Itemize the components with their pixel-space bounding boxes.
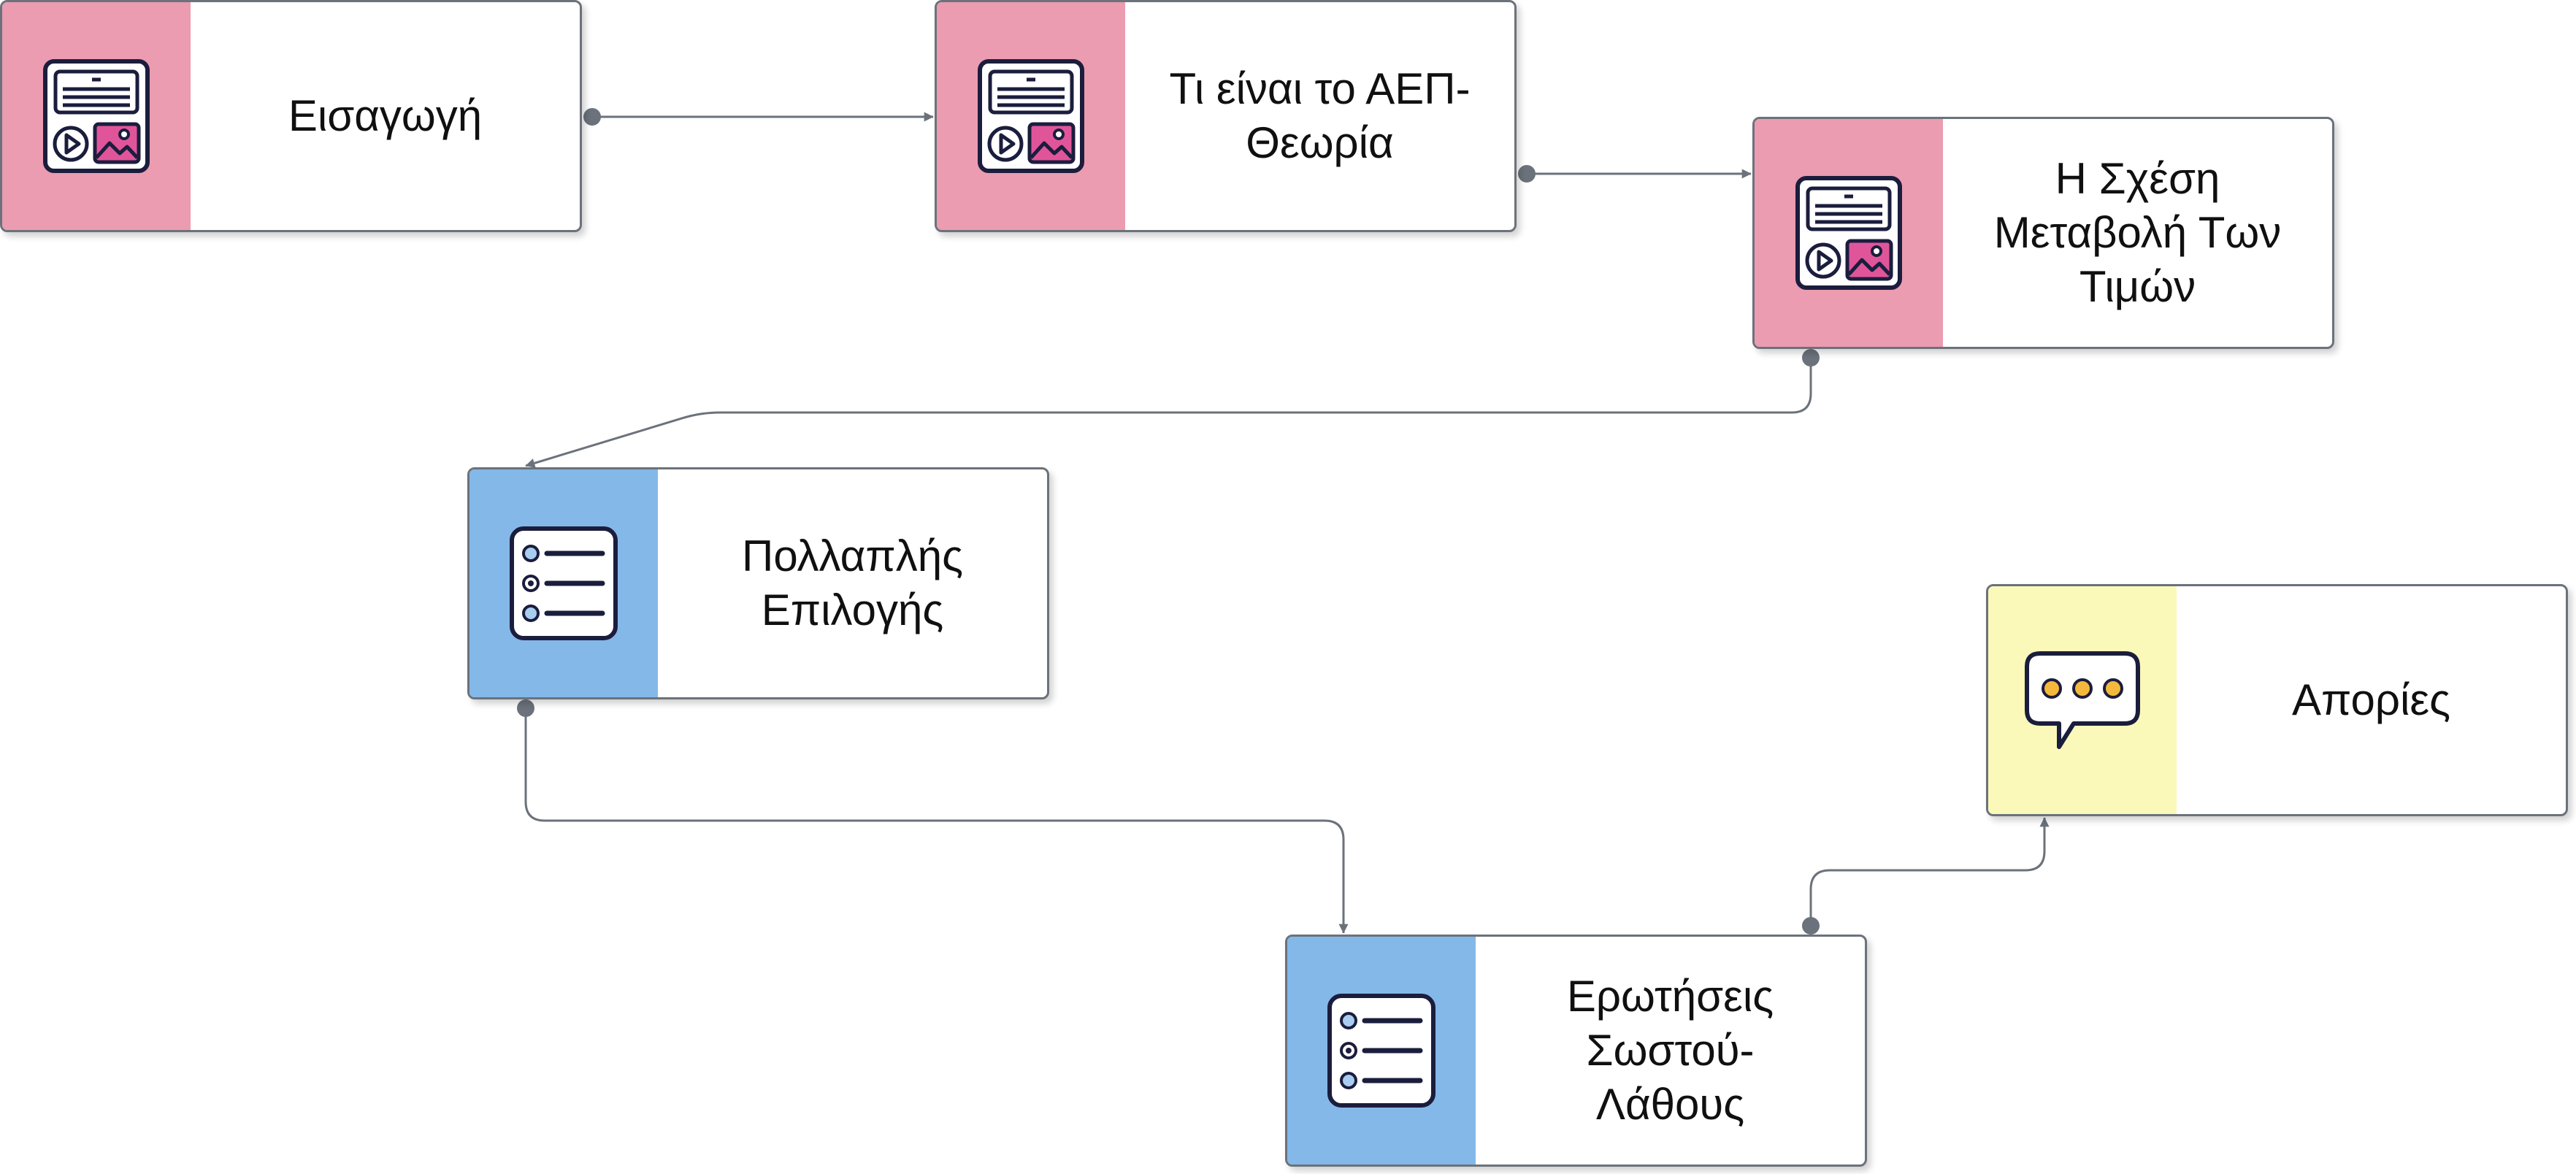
checklist-icon xyxy=(509,526,618,641)
node-theory-icon-panel xyxy=(937,2,1125,230)
node-intro-icon-panel xyxy=(2,2,191,230)
media-page-icon xyxy=(977,58,1085,174)
node-theory-label: Τι είναι το ΑΕΠ- Θεωρία xyxy=(1169,64,1471,167)
node-multiple-choice[interactable]: Πολλαπλής Επιλογής xyxy=(467,467,1049,699)
node-true-false-label: Ερωτήσεις Σωστού- Λάθους xyxy=(1566,972,1774,1129)
node-multiple-choice-icon-panel xyxy=(469,469,658,697)
connector-0-start-dot xyxy=(583,108,601,126)
checklist-icon xyxy=(1327,993,1436,1108)
connector-4-start-dot xyxy=(1802,917,1820,935)
connector-2-start-dot xyxy=(1802,349,1820,367)
node-relation[interactable]: Η Σχέση Μεταβολή Των Τιμών xyxy=(1752,117,2334,349)
node-true-false[interactable]: Ερωτήσεις Σωστού- Λάθους xyxy=(1285,935,1867,1167)
node-intro-label: Εισαγωγή xyxy=(288,91,483,141)
node-questions-icon-panel xyxy=(1988,586,2177,814)
connector-2 xyxy=(525,358,1812,468)
media-page-icon xyxy=(1795,175,1903,291)
connector-3-start-dot xyxy=(517,699,534,717)
node-questions[interactable]: Απορίες xyxy=(1986,584,2568,816)
node-theory[interactable]: Τι είναι το ΑΕΠ- Θεωρία xyxy=(935,0,1517,232)
node-relation-icon-panel xyxy=(1755,119,1943,347)
node-questions-label: Απορίες xyxy=(2291,675,2451,725)
chat-bubble-icon xyxy=(2023,649,2142,751)
connector-3 xyxy=(524,708,1349,934)
node-true-false-icon-panel xyxy=(1287,937,1476,1165)
media-page-icon xyxy=(42,58,150,174)
node-relation-label: Η Σχέση Μεταβολή Των Τιμών xyxy=(1993,154,2282,311)
connector-4 xyxy=(1809,817,2050,926)
connector-1-start-dot xyxy=(1518,165,1536,183)
node-intro[interactable]: Εισαγωγή xyxy=(0,0,582,232)
node-multiple-choice-label: Πολλαπλής Επιλογής xyxy=(741,532,964,634)
